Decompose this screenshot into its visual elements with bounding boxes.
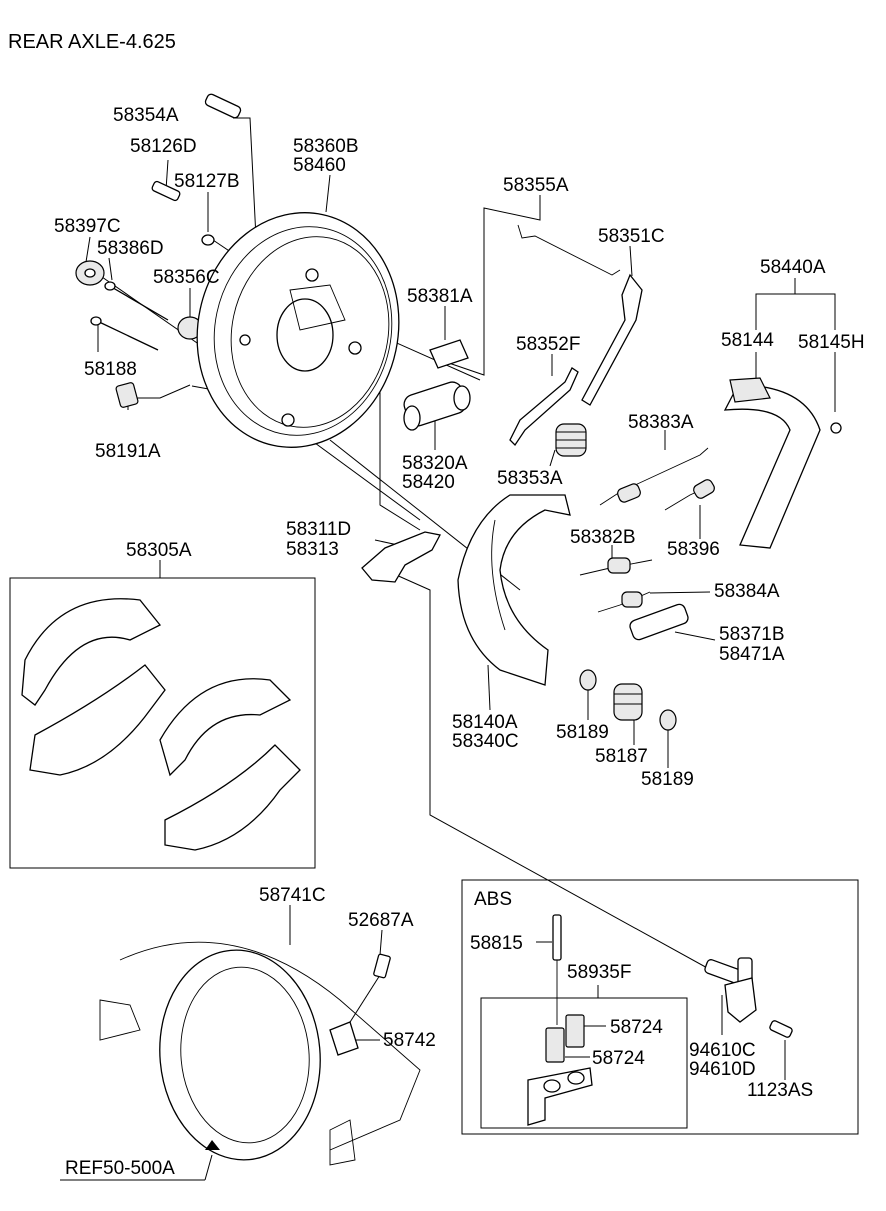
- label-58144: 58144: [721, 330, 774, 351]
- label-58381A: 58381A: [407, 286, 473, 307]
- part-58724-nut-upper: [565, 1014, 585, 1048]
- part-58352F-strut: [509, 367, 579, 447]
- label-58191A: 58191A: [95, 441, 161, 462]
- part-1123AS-bolt: [769, 1020, 793, 1038]
- label-58396: 58396: [667, 539, 720, 560]
- part-58396-spring: [664, 479, 715, 511]
- leader-lines: [85, 117, 836, 1080]
- label-58471A: 58471A: [719, 644, 785, 665]
- label-58305A: 58305A: [126, 540, 192, 561]
- label-58386D: 58386D: [97, 238, 164, 259]
- part-52687A-bolt: [373, 953, 391, 979]
- part-58935F-bracket: [527, 1067, 593, 1126]
- part-58144-brake-shoe: [723, 377, 821, 549]
- label-58145H: 58145H: [798, 332, 865, 353]
- part-58355A-rod: [517, 224, 621, 276]
- part-58742-bracket: [329, 1021, 359, 1056]
- label-58354A: 58354A: [113, 105, 179, 126]
- part-58189-cap-lower: [659, 709, 677, 731]
- abs-box: [461, 879, 859, 1135]
- label-58371B: 58371B: [719, 624, 785, 645]
- label-58460: 58460: [293, 155, 346, 176]
- part-58371B-adjuster: [629, 603, 689, 641]
- label-58384A: 58384A: [714, 581, 780, 602]
- part-58381A-plate: [429, 339, 469, 369]
- label-58352F: 58352F: [516, 334, 580, 355]
- part-58126D-bolt: [151, 180, 181, 202]
- label-58420: 58420: [402, 472, 455, 493]
- label-58440A: 58440A: [760, 257, 826, 278]
- label-58187: 58187: [595, 746, 648, 767]
- label-58127B: 58127B: [174, 171, 240, 192]
- part-58189-cap-upper: [579, 669, 597, 691]
- label-58189-upper: 58189: [556, 722, 609, 743]
- part-58382B-spring: [579, 557, 653, 576]
- label-58383A: 58383A: [628, 412, 694, 433]
- label-58815: 58815: [470, 933, 523, 954]
- part-94610C-wheel-speed-sensor: [704, 957, 757, 1023]
- part-58354A-bleeder-screw: [204, 93, 242, 119]
- label-58360B: 58360B: [293, 136, 359, 157]
- label-abs-title: ABS: [474, 889, 512, 910]
- label-52687A: 52687A: [348, 910, 414, 931]
- label-94610D: 94610D: [689, 1059, 756, 1080]
- part-58145H-clip: [830, 422, 842, 434]
- label-58353A: 58353A: [497, 468, 563, 489]
- part-58724-nut-lower: [545, 1027, 565, 1063]
- diagram-title: REAR AXLE-4.625: [8, 31, 176, 53]
- label-reference: REF50-500A: [65, 1158, 175, 1179]
- label-58724-lower: 58724: [592, 1048, 645, 1069]
- part-58305A-shoe-kit-box: [9, 577, 316, 869]
- part-labels: 58354A 58126D 58127B 58360B 58460 58397C…: [54, 105, 865, 1179]
- part-58191A-clip: [115, 382, 139, 408]
- part-58351C-lever: [581, 273, 643, 406]
- label-58724-upper: 58724: [610, 1017, 663, 1038]
- label-58188: 58188: [84, 359, 137, 380]
- label-1123AS: 1123AS: [747, 1080, 813, 1101]
- part-58353A-spring: [555, 423, 587, 457]
- label-58320A: 58320A: [402, 453, 468, 474]
- part-58386D-pin: [104, 281, 169, 321]
- part-58815-sensor-pin: [552, 914, 562, 1025]
- part-58741C-drum-housing: [99, 941, 421, 1166]
- part-58188-pin: [90, 316, 159, 351]
- part-58384A-spring: [597, 591, 651, 613]
- part-58383A-spring: [599, 447, 709, 506]
- label-94610C: 94610C: [689, 1040, 756, 1061]
- label-58356C: 58356C: [153, 267, 220, 288]
- label-58742: 58742: [383, 1030, 436, 1051]
- part-58140A-brake-shoe: [457, 494, 571, 686]
- label-58313: 58313: [286, 539, 339, 560]
- label-58935F: 58935F: [567, 962, 631, 983]
- part-58311D-lever: [361, 531, 441, 583]
- label-58397C: 58397C: [54, 216, 121, 237]
- part-58360B-backing-plate: [196, 212, 400, 448]
- label-58741C: 58741C: [259, 885, 326, 906]
- label-58355A: 58355A: [503, 175, 569, 196]
- reference-arrow: [60, 1140, 220, 1181]
- part-58320A-wheel-cylinder: [403, 381, 471, 431]
- label-58311D: 58311D: [286, 519, 351, 540]
- part-58187-spring: [613, 683, 643, 721]
- label-58382B: 58382B: [570, 527, 636, 548]
- label-58126D: 58126D: [130, 136, 197, 157]
- part-58127B-oring: [201, 234, 215, 246]
- part-58397C-cap: [75, 260, 105, 286]
- label-58351C: 58351C: [598, 226, 665, 247]
- label-58189-lower: 58189: [641, 769, 694, 790]
- label-58140A: 58140A: [452, 712, 518, 733]
- label-58340C: 58340C: [452, 731, 519, 752]
